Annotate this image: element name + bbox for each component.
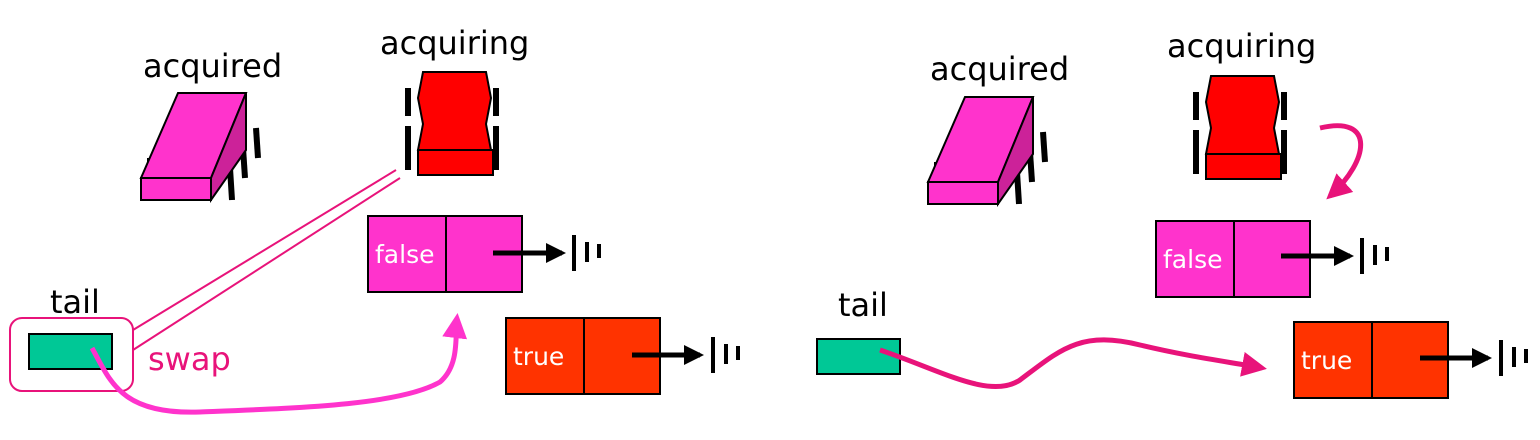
curved-arrow bbox=[1319, 123, 1364, 200]
chip-icon bbox=[1193, 75, 1287, 180]
acquired-label: acquired bbox=[143, 47, 283, 85]
null-pointer-icon bbox=[711, 337, 740, 373]
swap-line bbox=[132, 169, 397, 331]
swap-highlight bbox=[9, 317, 134, 392]
acquired-label: acquired bbox=[930, 50, 1070, 88]
swap-label: swap bbox=[148, 340, 231, 378]
chip-icon bbox=[139, 92, 261, 204]
null-pointer-icon bbox=[572, 235, 601, 271]
node-value-field: false bbox=[1157, 222, 1235, 296]
null-pointer-icon bbox=[1360, 238, 1389, 274]
false-node: false bbox=[1155, 220, 1311, 298]
node-value-text: true bbox=[1301, 345, 1353, 375]
curved-arrow bbox=[89, 313, 468, 415]
node-value-field: true bbox=[507, 319, 585, 393]
acquiring-label: acquiring bbox=[380, 24, 530, 62]
node-value-field: true bbox=[1295, 323, 1373, 397]
chip-icon bbox=[926, 96, 1048, 208]
true-node: true bbox=[1293, 321, 1449, 399]
curved-arrow bbox=[879, 337, 1267, 390]
node-value-text: false bbox=[375, 239, 435, 269]
node-value-text: false bbox=[1163, 244, 1223, 274]
null-pointer-icon bbox=[1499, 340, 1528, 376]
swap-line bbox=[132, 177, 401, 351]
true-node: true bbox=[505, 317, 661, 395]
node-next-field bbox=[1235, 222, 1309, 296]
chip-icon bbox=[405, 71, 499, 176]
tail-label: tail bbox=[50, 283, 100, 321]
tail-box bbox=[816, 338, 901, 375]
tail-label: tail bbox=[838, 286, 888, 324]
node-value-text: true bbox=[513, 341, 565, 371]
acquiring-label: acquiring bbox=[1167, 27, 1317, 65]
node-value-field: false bbox=[369, 217, 447, 291]
